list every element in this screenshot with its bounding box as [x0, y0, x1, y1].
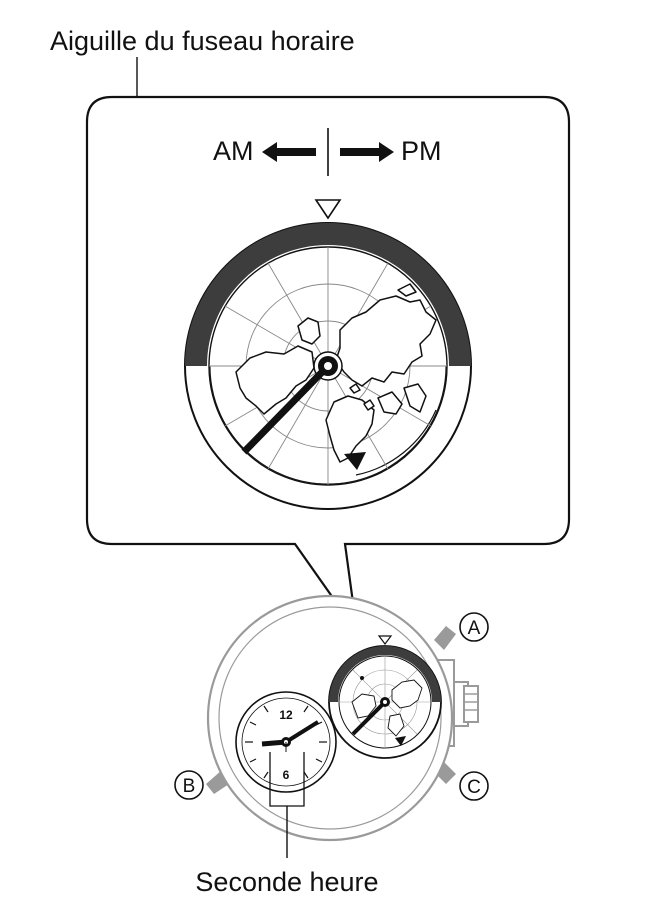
arrow-left-icon [262, 142, 316, 162]
time-zone-hand [241, 363, 331, 455]
home-time-dial: 12 6 [235, 691, 337, 793]
world-time-dial [184, 222, 472, 510]
dial-twelve: 12 [279, 708, 293, 722]
dial-dark-band [185, 223, 471, 366]
dial-triangle-marker [344, 452, 366, 470]
svg-text:A: A [468, 618, 481, 639]
time-zone-hand-label: Aiguille du fuseau horaire [50, 26, 355, 56]
dial-six: 6 [283, 768, 290, 782]
second-time-label: Seconde heure [195, 867, 378, 897]
pusher-a [434, 626, 456, 650]
button-c-marker: C [459, 771, 489, 801]
pm-label: PM [401, 136, 442, 166]
button-b-marker: B [174, 770, 204, 800]
svg-text:B: B [183, 776, 196, 797]
button-a-marker: A [459, 612, 489, 642]
svg-text:C: C [467, 777, 481, 798]
arrow-right-icon [340, 142, 394, 162]
home-minute-hand [284, 720, 320, 744]
am-label: AM [213, 136, 254, 166]
triangle-down-icon [314, 199, 342, 220]
small-world-dial [328, 635, 442, 759]
watch-case: 12 6 [174, 594, 489, 858]
continent-outlines [235, 283, 437, 463]
